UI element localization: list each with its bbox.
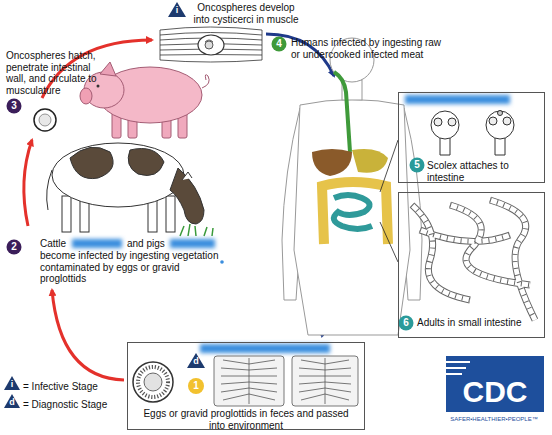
stage-icon-letter: d	[188, 356, 204, 366]
dot-marker	[220, 260, 224, 264]
stage-box: Eggs or gravid proglottids in feces and …	[127, 342, 365, 430]
human-figure	[282, 38, 422, 335]
stage-text: Oncospheres develop into cysticerci in m…	[188, 2, 304, 25]
stage-icon-letter: i	[169, 5, 185, 15]
step-circle	[7, 240, 22, 255]
stage-icon	[4, 394, 20, 408]
stage-icon-letter: i	[4, 379, 20, 389]
proglottid-drawing	[214, 356, 358, 406]
callout-number: 5	[410, 159, 424, 171]
redaction-bar	[170, 239, 215, 248]
step-circle	[188, 378, 204, 394]
cycle-arrow	[52, 290, 124, 380]
cow-illustration	[47, 143, 213, 236]
callout-number: 6	[399, 317, 413, 329]
logo-tagline: SAFER•HEALTHIER•PEOPLE™	[436, 416, 552, 423]
scolex-drawing	[431, 111, 514, 156]
redaction-bar	[200, 344, 330, 353]
adult-worm-drawing	[412, 200, 535, 320]
cycle-arrow	[24, 140, 32, 226]
egg-drawing	[133, 362, 173, 402]
callout-number: 2	[7, 241, 21, 253]
stage-icon	[168, 2, 186, 17]
leader-line	[380, 222, 398, 262]
callout-number: 1	[189, 380, 203, 392]
redaction-bar	[405, 95, 510, 104]
stage-text: Eggs or gravid proglottids in feces and …	[136, 408, 356, 431]
stage-text: Adults in small intestine	[417, 317, 543, 329]
pig-illustration	[80, 62, 209, 138]
stage-icon-letter: d	[4, 397, 20, 407]
redaction-bar	[72, 239, 122, 248]
digestive-tract	[312, 72, 388, 244]
step-circle	[399, 316, 414, 331]
stage-text: Scolex attaches to intestine	[427, 160, 543, 183]
stage-text: become infected by ingesting vegetation …	[40, 250, 226, 285]
cdc-logo	[446, 356, 544, 412]
callout-number: 3	[7, 100, 21, 112]
stage-text: Cattle	[40, 238, 66, 250]
legend-text: = Diagnostic Stage	[23, 399, 107, 411]
leader-line	[380, 140, 398, 192]
legend-text: = Infective Stage	[23, 381, 98, 393]
step-circle	[272, 37, 287, 52]
stage-icon	[4, 376, 20, 390]
stage-icon	[187, 353, 205, 368]
logo-text: CDC	[446, 376, 544, 408]
callout-number: 4	[272, 38, 286, 50]
stage-text: Oncospheres hatch, penetrate intestinal …	[6, 50, 110, 96]
stage-text: and pigs	[127, 238, 165, 250]
stage-box: Scolex attaches to intestine	[398, 92, 545, 183]
muscle-illustration	[160, 27, 262, 62]
stage-box: Adults in small intestine	[398, 192, 545, 338]
stage-text: Humans infected by ingesting raw or unde…	[291, 37, 447, 60]
step-circle	[7, 99, 22, 114]
step-circle	[410, 158, 425, 173]
oncosphere	[34, 109, 56, 131]
